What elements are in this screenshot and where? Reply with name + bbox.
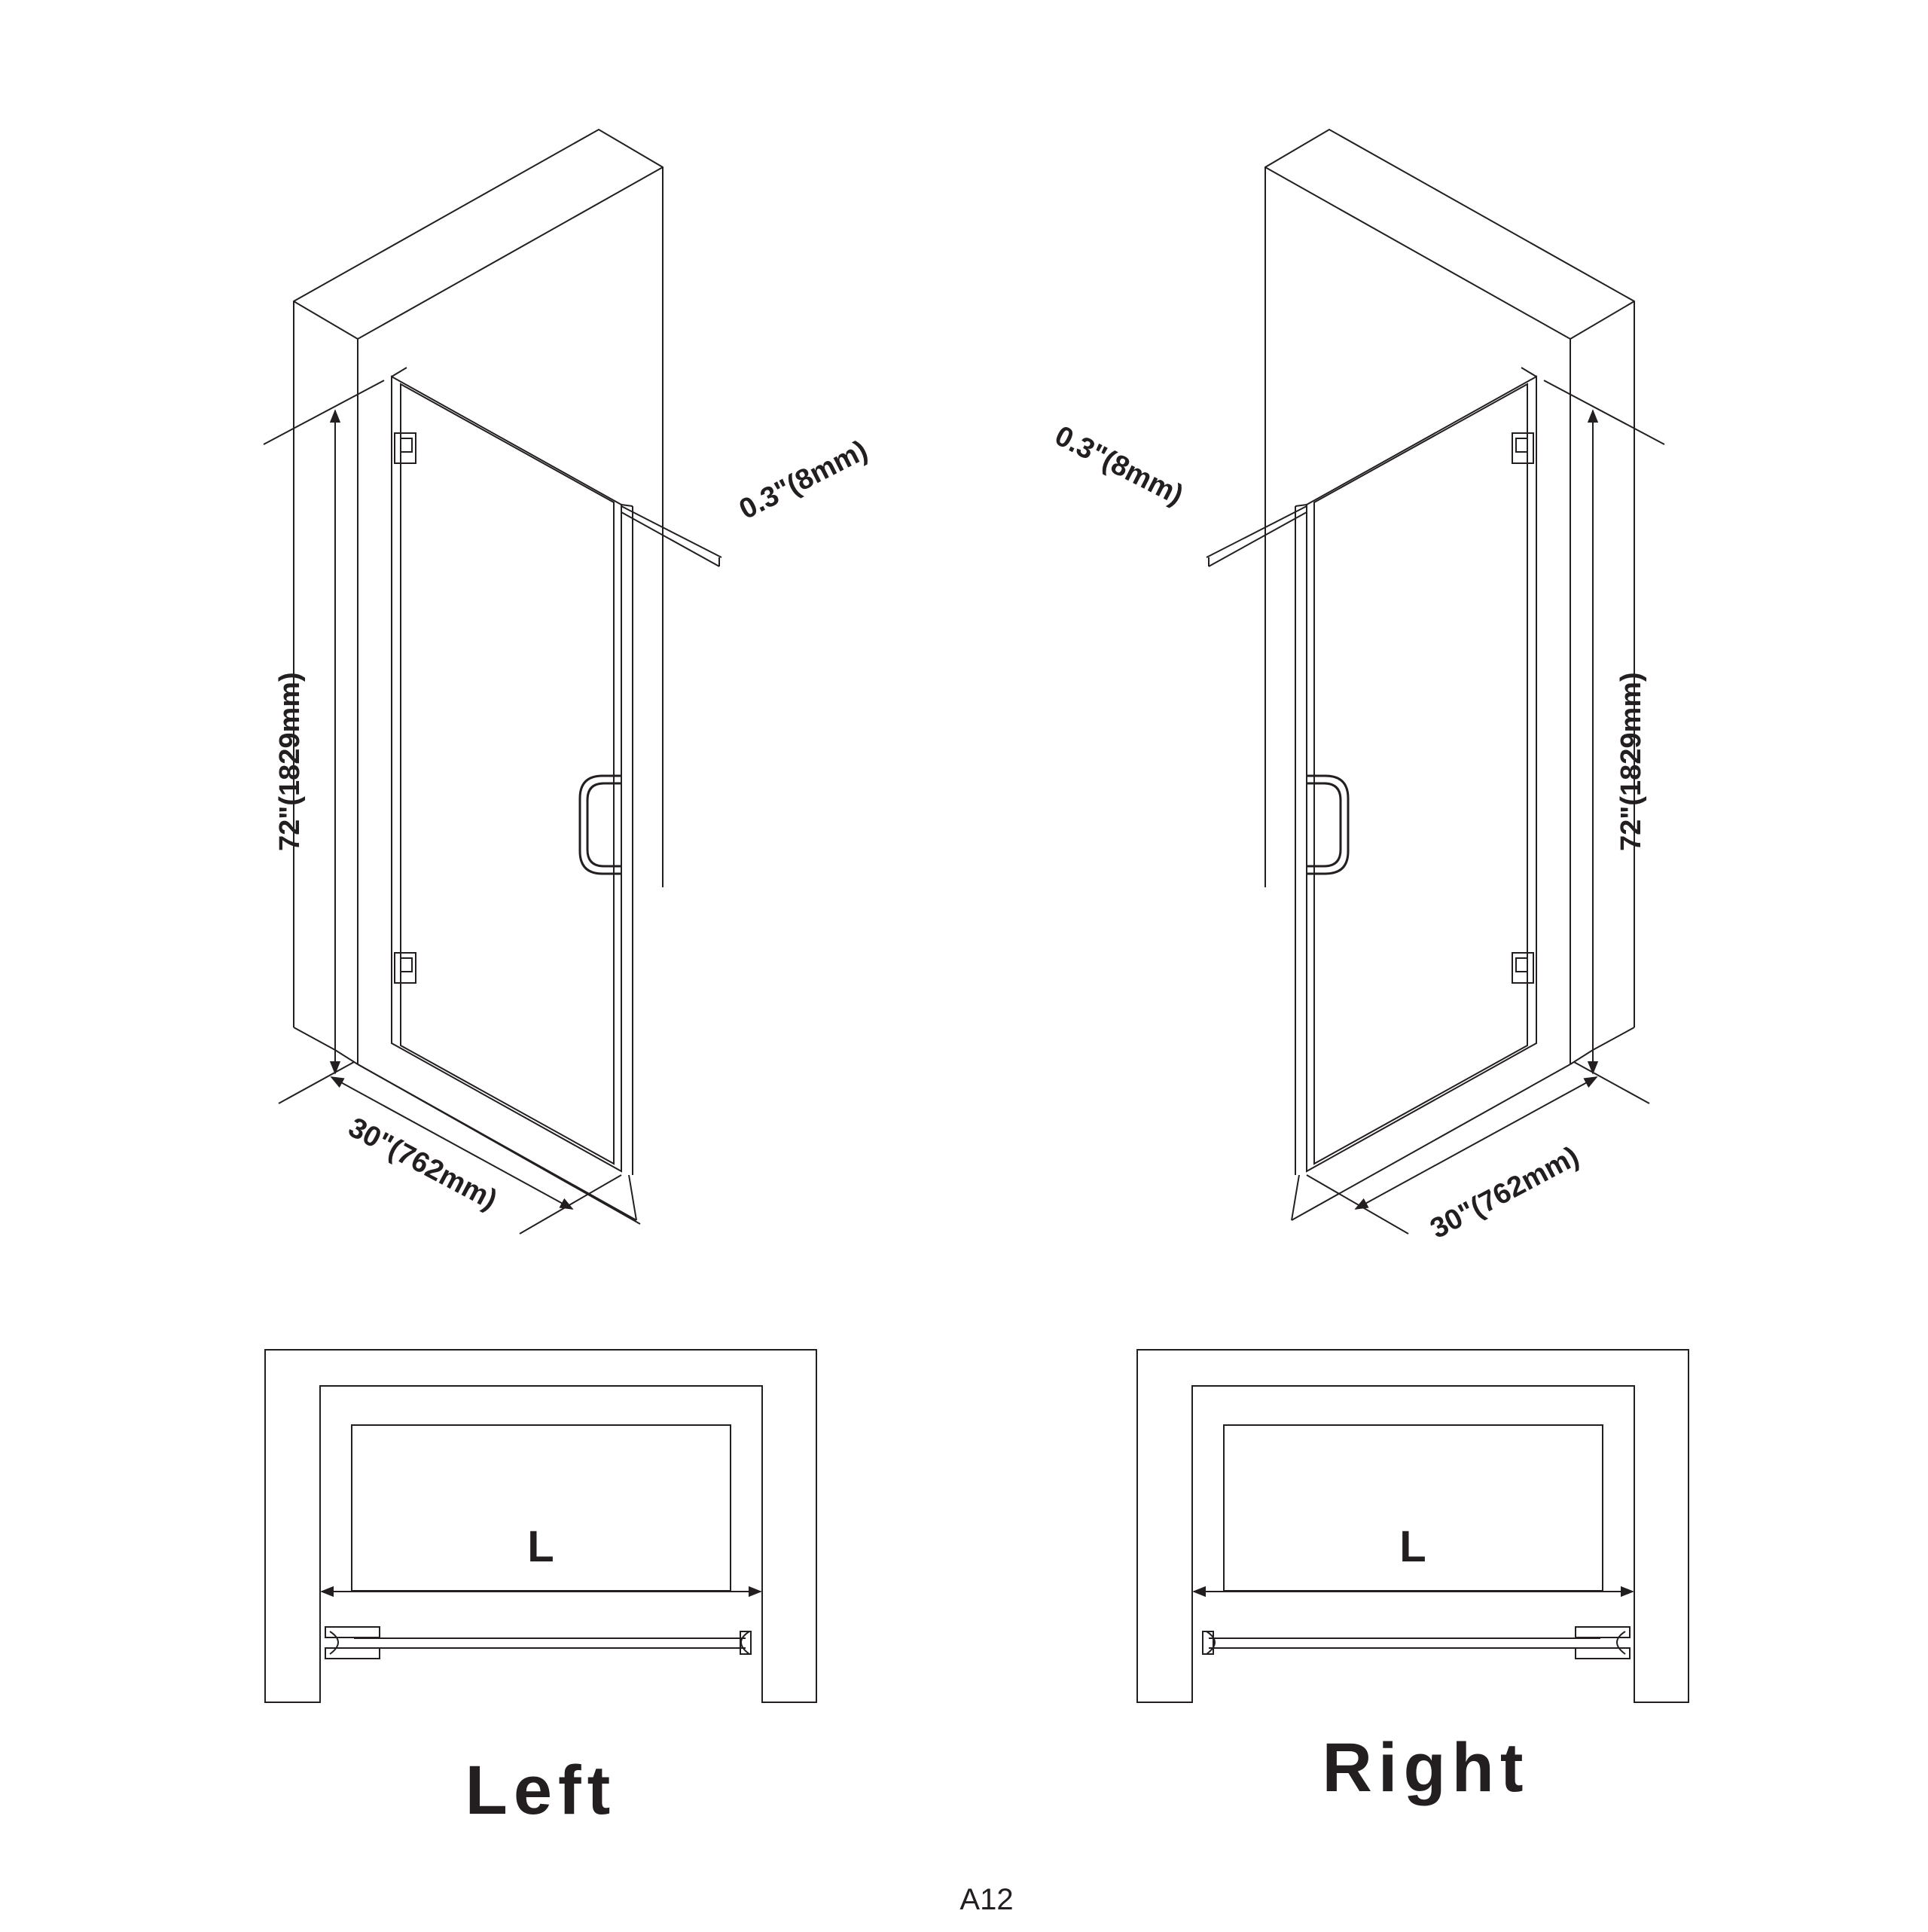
left-hinge-bottom bbox=[394, 952, 416, 984]
right-glass-thickness-label: 0.3"(8mm) bbox=[1050, 420, 1188, 511]
left-hinge-top bbox=[394, 432, 416, 464]
drawing-code: A12 bbox=[959, 1883, 1013, 1916]
left-height-label: 72"(1829mm) bbox=[274, 672, 306, 851]
left-plan-wall bbox=[264, 1349, 817, 1703]
right-hinge-bottom bbox=[1512, 952, 1534, 984]
right-hinge-top bbox=[1512, 432, 1534, 464]
left-title: Left bbox=[465, 1752, 617, 1829]
right-width-label: 30"(762mm) bbox=[1426, 1140, 1585, 1245]
left-glass-panel bbox=[391, 367, 633, 1175]
left-width-dimension bbox=[278, 1061, 622, 1235]
right-glass-panel bbox=[1295, 367, 1537, 1175]
left-thickness-leader bbox=[621, 505, 722, 567]
right-wall bbox=[1264, 128, 1635, 1064]
right-thickness-leader bbox=[1206, 505, 1307, 567]
left-height-dimension bbox=[263, 380, 385, 1075]
right-plan-glass bbox=[1202, 1626, 1631, 1659]
right-height-dimension bbox=[1543, 380, 1665, 1075]
left-plan-glass bbox=[325, 1626, 752, 1659]
left-plan-view bbox=[264, 1349, 817, 1703]
right-title: Right bbox=[1322, 1729, 1529, 1806]
right-plan-length-label: L bbox=[1399, 1522, 1426, 1571]
left-glass-thickness-label: 0.3"(8mm) bbox=[734, 435, 873, 526]
left-handle bbox=[578, 774, 621, 875]
left-wall bbox=[293, 128, 664, 1225]
right-plan-view bbox=[1136, 1349, 1689, 1703]
left-isometric-view bbox=[263, 128, 722, 1235]
right-width-dimension bbox=[1306, 1061, 1650, 1235]
right-base-outline bbox=[1291, 1049, 1594, 1221]
right-handle bbox=[1307, 774, 1350, 875]
right-isometric-view bbox=[1206, 128, 1665, 1235]
left-plan-length-label: L bbox=[527, 1522, 554, 1571]
right-plan-wall bbox=[1136, 1349, 1689, 1703]
right-height-label: 72"(1829mm) bbox=[1615, 672, 1647, 851]
